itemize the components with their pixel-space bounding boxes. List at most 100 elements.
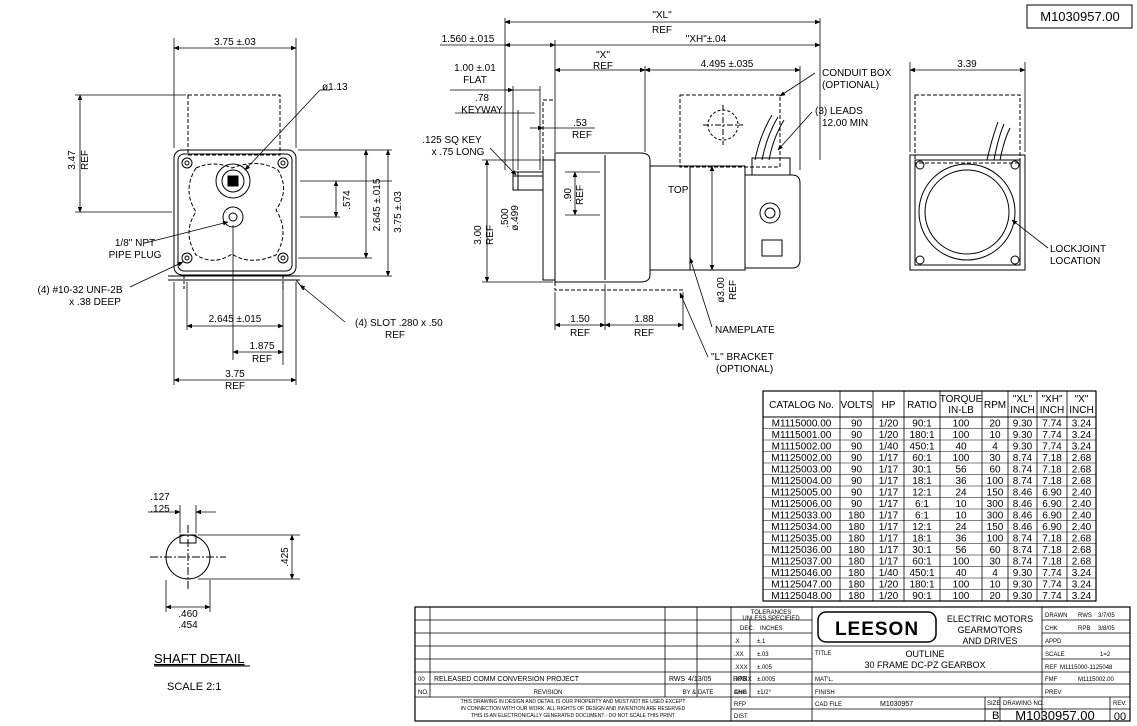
table-cell: 1/17 — [879, 522, 899, 533]
bracket-label-2: (OPTIONAL) — [716, 364, 773, 375]
dim-height-left-ref: REF — [80, 150, 91, 170]
table-cell: 1/17 — [879, 488, 899, 499]
tolerance-key: .X — [734, 639, 740, 645]
drawing-no-value: M1030957.00 — [1015, 708, 1095, 723]
tolerances-dec: DEC. — [740, 626, 755, 632]
dim-454: .454 — [178, 620, 198, 631]
table-cell: 8.46 — [1013, 499, 1033, 510]
dist-label: DIST — [734, 714, 748, 720]
shaft-detail — [150, 525, 226, 590]
rev-value: 00 — [1114, 711, 1126, 723]
table-cell: 36 — [955, 534, 967, 545]
table-cell: M1125037.00 — [771, 557, 832, 568]
chk-label: CHK — [1045, 626, 1058, 632]
tapped-hole-label-2: x .38 DEEP — [69, 297, 121, 308]
company-line-1: ELECTRIC MOTORS — [947, 614, 1033, 624]
table-cell: M1125035.00 — [771, 534, 832, 545]
table-cell: 10 — [989, 580, 1001, 591]
table-cell: 2.68 — [1072, 534, 1092, 545]
table-cell: 1/17 — [879, 465, 899, 476]
table-cell: 90 — [851, 499, 863, 510]
table-header-cell: TORQUE — [940, 394, 983, 405]
table-cell: 24 — [955, 488, 967, 499]
dim-2645-horizontal: 2.645 ±.015 — [209, 314, 262, 325]
table-cell: 1/17 — [879, 476, 899, 487]
table-cell: 100 — [953, 430, 970, 441]
leads-label-1: (3) LEADS — [815, 106, 863, 117]
table-cell: 60 — [989, 545, 1001, 556]
leads-label-2: 12.00 MIN — [822, 118, 868, 129]
table-cell: 7.18 — [1042, 545, 1062, 556]
table-cell: 20 — [989, 419, 1001, 430]
table-cell: 12:1 — [912, 488, 932, 499]
slot-label-1: (4) SLOT .280 x .50 — [355, 318, 443, 329]
rev-date: 4/13/05 — [688, 676, 711, 683]
dim-150: 1.50 — [570, 314, 590, 325]
table-cell: 180 — [848, 568, 865, 579]
table-header-cell: INCH — [1040, 405, 1064, 416]
table-cell: 60:1 — [912, 453, 932, 464]
table-cell: 1/20 — [879, 580, 899, 591]
dim-x: "X" — [596, 50, 610, 61]
table-cell: 90:1 — [912, 419, 932, 430]
table-cell: 1/20 — [879, 419, 899, 430]
shaft-detail-dimensions — [148, 505, 300, 612]
dim-300: 3.00 — [473, 225, 484, 245]
table-cell: 8.74 — [1013, 545, 1033, 556]
table-header-cell: INCH — [1010, 405, 1034, 416]
nameplate-label: NAMEPLATE — [715, 325, 775, 336]
table-cell: 90 — [851, 465, 863, 476]
tolerances-inches: INCHES — [760, 626, 783, 632]
dim-125: .125 — [150, 504, 170, 515]
dim-150-ref: REF — [570, 328, 590, 339]
table-cell: M1125004.00 — [771, 476, 832, 487]
table-cell: 100 — [953, 453, 970, 464]
table-cell: 1/17 — [879, 557, 899, 568]
dim-flat-label: FLAT — [463, 75, 487, 86]
dim-127: .127 — [150, 492, 170, 503]
notice-line-3: THIS IS AN ELECTRONICALLY GENERATED DOCU… — [471, 713, 675, 719]
matl-label: MAT'L. — [815, 677, 834, 683]
table-cell: 90 — [851, 430, 863, 441]
title-line-2: 30 FRAME DC-PZ GEARBOX — [864, 660, 985, 670]
dim-xl-ref: REF — [652, 25, 672, 36]
table-header-cell: RPM — [984, 400, 1006, 411]
chk-by: RPB — [1078, 626, 1090, 632]
table-cell: 180 — [848, 522, 865, 533]
hdr-chk: CHK — [734, 690, 747, 696]
side-view — [512, 94, 801, 291]
table-cell: 6:1 — [915, 511, 929, 522]
table-cell: 7.74 — [1042, 430, 1062, 441]
lockjoint-label-1: LOCKJOINT — [1050, 244, 1106, 255]
shaft-detail-scale: SCALE 2:1 — [167, 681, 221, 693]
scale-label: SCALE — [1045, 652, 1065, 658]
table-cell: 6.90 — [1042, 522, 1062, 533]
table-cell: 9.30 — [1013, 580, 1033, 591]
conduit-box-label-2: (OPTIONAL) — [822, 80, 879, 91]
table-cell: 8.74 — [1013, 465, 1033, 476]
shaft-detail-title: SHAFT DETAIL — [154, 651, 245, 666]
table-cell: 100 — [987, 534, 1004, 545]
rev-label: REV. — [1113, 701, 1127, 707]
table-cell: 150 — [987, 522, 1004, 533]
table-cell: 6.90 — [1042, 488, 1062, 499]
tolerance-key: .XXX — [734, 665, 748, 671]
hdr-revision: REVISION — [534, 690, 563, 696]
table-cell: M1125033.00 — [771, 511, 832, 522]
fmf-value: M1115002.00 — [1078, 677, 1114, 683]
conduit-box-label-1: CONDUIT BOX — [822, 68, 892, 79]
dim-4495: 4.495 ±.035 — [701, 59, 754, 70]
tolerance-key: .XX — [734, 652, 744, 658]
drawing-number-box: M1030957.00 — [1026, 4, 1133, 29]
table-cell: 180 — [848, 580, 865, 591]
dim-xh: "XH"±.04 — [686, 34, 727, 45]
table-cell: 10 — [989, 430, 1001, 441]
size-value: B — [992, 710, 999, 722]
table-cell: M1125003.00 — [771, 465, 832, 476]
drawing-no-label: DRAWING NO. — [1003, 701, 1044, 707]
bracket-label-1: "L" BRACKET — [711, 352, 774, 363]
table-cell: 3.24 — [1072, 442, 1092, 453]
table-cell: 7.74 — [1042, 442, 1062, 453]
table-cell: 60 — [989, 465, 1001, 476]
